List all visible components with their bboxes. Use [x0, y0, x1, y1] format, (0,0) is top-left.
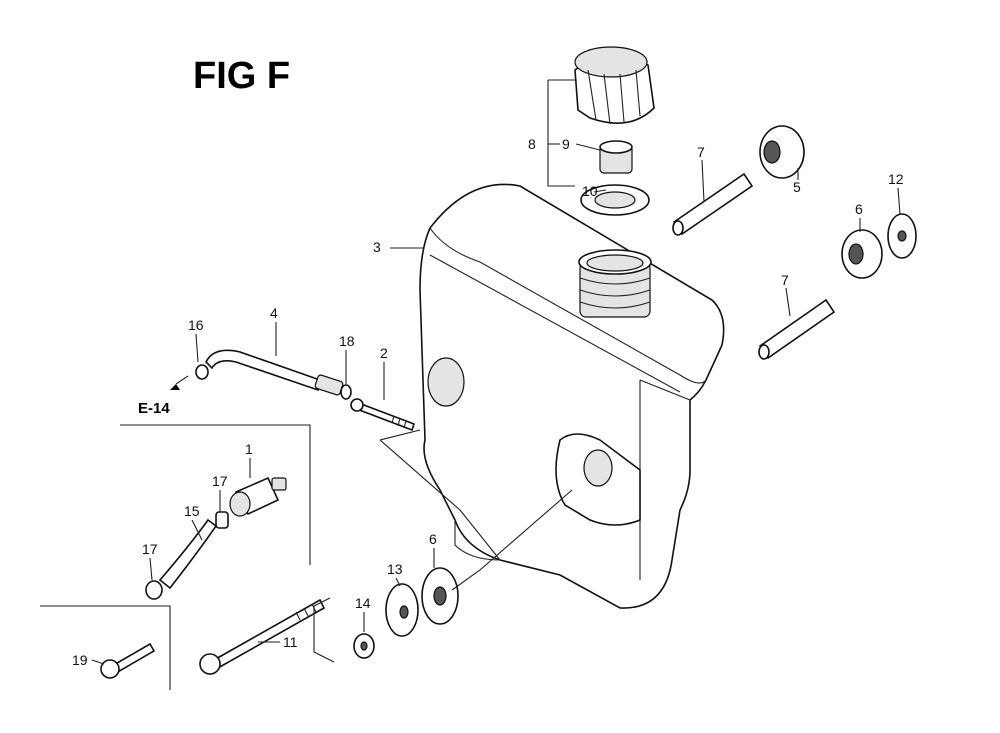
collar-upper	[672, 172, 754, 236]
washer-14	[353, 633, 375, 659]
callout-7-upper: 7	[697, 144, 705, 160]
callout-6-upper: 6	[855, 201, 863, 217]
callout-18: 18	[339, 333, 355, 349]
callout-10: 10	[582, 183, 598, 199]
callout-16: 16	[188, 317, 204, 333]
collar-lower	[758, 298, 836, 360]
callout-15: 15	[184, 503, 200, 519]
tube-clip-17-upper	[215, 511, 229, 529]
callout-1: 1	[245, 441, 253, 457]
callout-8: 8	[528, 136, 536, 152]
callout-7-lower: 7	[781, 272, 789, 288]
mount-rubber-upper	[759, 125, 805, 179]
tube-clip-16	[195, 364, 209, 380]
callout-6-lower: 6	[429, 531, 437, 547]
callout-14: 14	[355, 595, 371, 611]
fuel-cap	[574, 46, 655, 125]
cap-filter	[599, 140, 633, 174]
callout-17-upper: 17	[212, 473, 228, 489]
callout-17-lower: 17	[142, 541, 158, 557]
reference-arrow-icon	[170, 384, 180, 390]
group-bracket-lines	[40, 79, 575, 690]
callout-4: 4	[270, 305, 278, 321]
washer-12	[887, 213, 917, 259]
bolt-11	[199, 598, 326, 675]
washer-13	[385, 583, 419, 637]
fuel-tank	[419, 183, 725, 609]
callout-12: 12	[888, 171, 904, 187]
fuel-tube	[205, 349, 344, 396]
figure-title: FIG F	[193, 55, 290, 97]
cap-gasket	[580, 184, 650, 216]
fuel-cock-tube	[158, 518, 218, 590]
callout-5: 5	[793, 179, 801, 195]
bolt-19	[100, 642, 156, 679]
bolt-2	[350, 398, 416, 432]
callout-3: 3	[373, 239, 381, 255]
callout-9: 9	[562, 136, 570, 152]
callout-2: 2	[380, 345, 388, 361]
tube-clip-18	[340, 384, 352, 400]
callout-19: 19	[72, 652, 88, 668]
mount-rubber-lower	[421, 567, 459, 625]
callout-11: 11	[283, 634, 298, 650]
tube-clip-17-lower	[145, 580, 163, 600]
filler-neck	[578, 249, 652, 318]
mount-rubber-side	[841, 229, 883, 279]
callout-13: 13	[387, 561, 403, 577]
leader-lines	[91, 143, 901, 665]
fuel-cock	[229, 476, 287, 517]
reference-label: E-14	[138, 400, 170, 417]
